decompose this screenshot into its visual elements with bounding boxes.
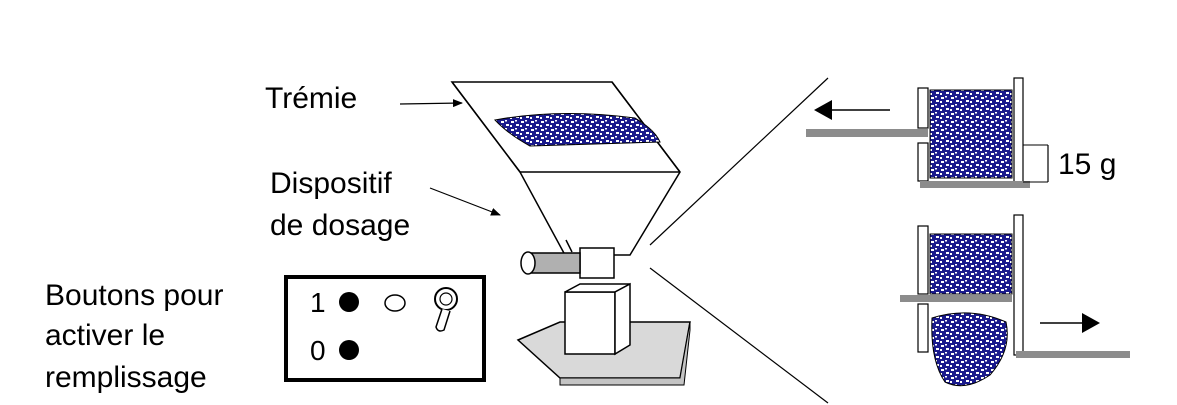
buttons-label-line1: Boutons pour (45, 279, 223, 312)
dosing-label-line2: de dosage (270, 209, 410, 242)
zoom-line-bottom (649, 267, 829, 404)
buttons-label-line3: remplissage (45, 361, 207, 394)
indicator-light (384, 294, 406, 312)
hopper-label: Trémie (265, 82, 357, 115)
buttons-label-line2: activer le (45, 319, 165, 352)
filling-station (516, 282, 691, 386)
left-arrow-icon (814, 100, 832, 120)
on-button[interactable] (339, 292, 359, 312)
control-panel: 1 0 (284, 275, 486, 382)
bottom-plate (920, 181, 1030, 188)
hopper-pointer-arrow (399, 99, 463, 108)
hopper-granules (494, 112, 661, 147)
on-button-label: 1 (310, 287, 326, 318)
dosing-device (520, 239, 615, 279)
hopper (450, 81, 681, 256)
off-button[interactable] (339, 340, 359, 360)
dosing-pointer-arrow (429, 187, 501, 216)
container (564, 291, 616, 355)
slide-bar-bottom (900, 295, 1012, 302)
falling-dose-granules (931, 312, 1008, 387)
discharge-bar (1016, 351, 1130, 358)
key-switch[interactable] (434, 287, 458, 332)
right-arrow-icon (1082, 313, 1100, 333)
dosing-chamber-discharging (900, 214, 1130, 387)
dosing-chamber-filling: 15 g (806, 77, 1116, 188)
dosing-label-line1: Dispositif (270, 167, 392, 200)
dose-amount-label: 15 g (1058, 148, 1116, 181)
filled-chamber-granules (929, 89, 1013, 179)
slide-bar-top (806, 129, 928, 137)
zoom-line-top (649, 77, 829, 246)
off-button-label: 0 (310, 335, 326, 366)
upper-chamber-granules (929, 233, 1013, 295)
